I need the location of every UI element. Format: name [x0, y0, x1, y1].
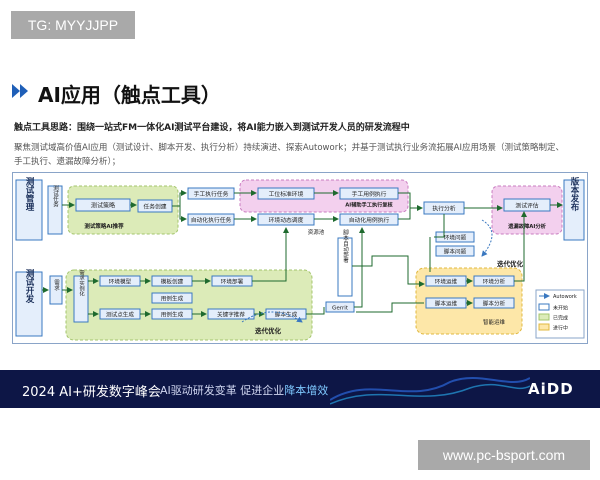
env-analysis-label: 环境分析: [483, 278, 506, 286]
subtitle: 触点工具思路：围绕一站式FM一体化AI测试平台建设，将AI能力嵌入到测试开发人员…: [14, 123, 410, 133]
ai-assist-manual-label: AI辅助手工执行复核: [345, 201, 393, 209]
autowork-connectors: [241, 219, 493, 323]
region-green-dev: [65, 269, 313, 341]
test-eval-label: 测试评估: [515, 202, 538, 210]
description-line-1: 聚焦测试域高价值AI应用（测试设计、脚本开发、执行分析）持续演进、探索Autow…: [14, 143, 564, 153]
missed-fault-label: 遗漏故障AI分析: [507, 222, 547, 230]
env-model-label: 环境模型: [109, 278, 132, 286]
gerrit-label: Gerrit: [332, 306, 349, 312]
task-create-label: 任务创建: [143, 203, 166, 211]
manual-exec-label: 手工用例执行: [352, 190, 387, 198]
test-task-label: 测试任务: [52, 184, 59, 209]
watermark-bottom: www.pc-bsport.com: [418, 440, 590, 470]
banner-slogan: AI驱动研发变革 促进企业降本增效: [160, 382, 328, 398]
script-auto-deploy-box: [337, 237, 353, 297]
legend-in-progress-label: 进行中: [553, 325, 568, 332]
case-gen-label-2: 用例生成: [161, 311, 184, 319]
release-label: 版本发布: [569, 176, 580, 212]
legend-done-label: 已完成: [553, 315, 568, 322]
flow-diagram: 测试管理 测试开发 测试任务 测试策略 测试策略AI推荐 任务创建 手工执行任务…: [12, 172, 588, 344]
left-management-box: [15, 179, 43, 241]
watermark-top: TG: MYYJJPP: [11, 11, 135, 39]
keyword-rec-label: 关键字推荐: [217, 311, 245, 319]
manual-exec-task-label: 手工执行任务: [194, 190, 229, 198]
env-issue-label: 环境问题: [444, 234, 467, 242]
flow-connectors: [42, 190, 563, 317]
aidd-logo: AiDD: [528, 380, 574, 398]
iterative-opt-label-bottom: 迭代优化: [255, 326, 282, 335]
env-ops-label: 环境运维: [435, 278, 458, 286]
page-title: AI应用（触点工具）: [38, 83, 221, 107]
req-instance-box: [73, 275, 89, 323]
banner-wave-decoration: [330, 377, 530, 405]
station-env-label: 工位标准环境: [269, 190, 304, 198]
script-analysis-box: [473, 297, 515, 309]
legend-autowork-label: Autowork: [553, 294, 577, 300]
iterative-opt-label-top: 迭代优化: [497, 259, 524, 268]
env-schedule-label: 环境动态调度: [269, 216, 304, 224]
test-task-box: [47, 185, 63, 235]
banner-slogan-b: 降本增效: [284, 384, 329, 397]
model-create-label: 模板创建: [161, 278, 184, 286]
legend-not-started-label: 未开始: [553, 305, 568, 312]
smart-ops-label: 智能运维: [483, 318, 506, 326]
left-dev-box: [15, 271, 43, 337]
description-line-2: 手工执行、遗漏故障分析）；: [14, 157, 121, 167]
release-box: [563, 179, 585, 241]
banner-slogan-a: AI驱动研发变革 促进企业: [160, 384, 285, 397]
banner-title: 2024 AI+研发数字峰会: [22, 385, 161, 400]
left-dev-label: 测试开发: [24, 268, 35, 304]
exec-analysis-label: 执行分析: [432, 205, 455, 213]
case-gen-box-1: [151, 292, 193, 304]
script-ops-label: 脚本运维: [435, 300, 458, 308]
script-auto-deploy-label: 脚本自动部署: [342, 228, 349, 264]
auto-case-exec-label: 自动化用例执行: [349, 216, 390, 224]
title-arrow-icon: [12, 84, 28, 98]
req-instance-label: 需求实例化: [78, 269, 85, 297]
case-gen-label-1: 用例生成: [161, 295, 184, 303]
left-management-label: 测试管理: [24, 176, 34, 212]
auto-exec-task-label: 自动化执行任务: [191, 216, 232, 224]
requirement-label: 需求: [53, 279, 60, 291]
event-banner: 2024 AI+研发数字峰会 AI驱动研发变革 促进企业降本增效 AiDD: [0, 370, 600, 408]
script-issue-box: [435, 245, 475, 257]
resource-pool-label: 资源池: [308, 228, 325, 236]
legend-swatch-in-progress: [538, 323, 550, 331]
script-analysis-label: 脚本分析: [483, 300, 506, 308]
test-strategy-label: 测试策略: [91, 202, 115, 210]
legend-swatch-not-started: [538, 303, 550, 311]
test-point-gen-label: 测试点生成: [106, 311, 134, 319]
env-deploy-label: 环境部署: [221, 278, 244, 286]
strategy-ai-label: 测试策略AI推荐: [84, 222, 124, 230]
legend-swatch-done: [538, 313, 550, 321]
script-issue-label: 脚本问题: [444, 248, 467, 256]
